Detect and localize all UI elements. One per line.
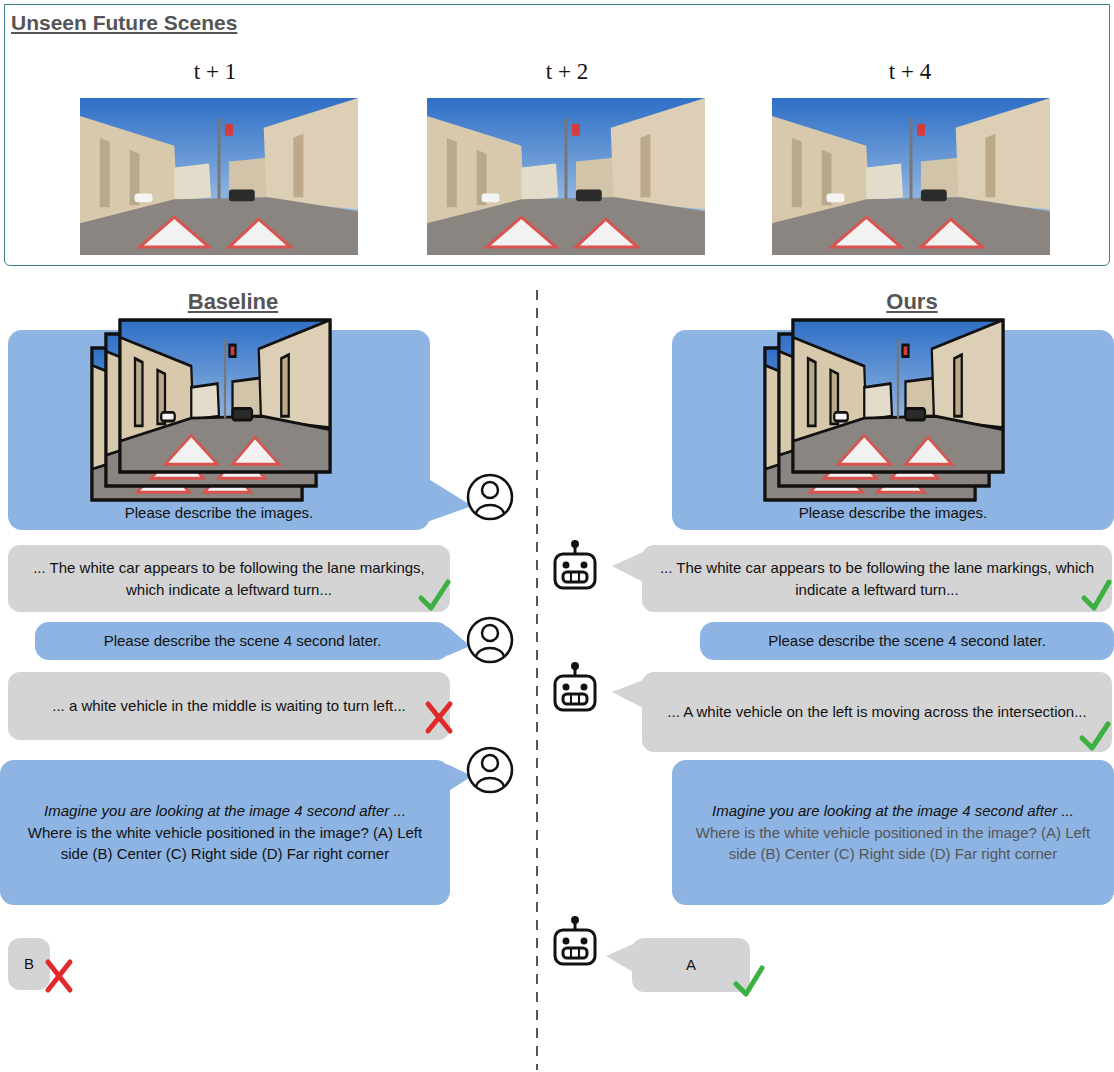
message-text: Imagine you are looking at the image 4 s… (44, 800, 406, 822)
bot-message-bubble: A (632, 938, 750, 992)
message-text: Where is the white vehicle positioned in… (14, 822, 436, 866)
message-text: A (686, 954, 696, 976)
bot-message-bubble: ... The white car appears to be followin… (642, 545, 1112, 612)
message-text: Please describe the images. (799, 502, 987, 524)
column-heading: Baseline (188, 289, 279, 315)
user-message-bubble: Imagine you are looking at the image 4 s… (672, 760, 1114, 905)
scene-frame: Unseen Future Scenes (4, 4, 1110, 266)
user-message-bubble: Imagine you are looking at the image 4 s… (0, 760, 450, 905)
time-step-label: t + 1 (194, 59, 236, 85)
time-step-label: t + 2 (546, 59, 588, 85)
user-message-bubble: Please describe the images. (8, 330, 430, 530)
column-heading: Ours (886, 289, 937, 315)
message-text: Please describe the scene 4 second later… (768, 630, 1046, 652)
bot-message-bubble: B (8, 938, 50, 990)
user-message-bubble: Please describe the scene 4 second later… (35, 622, 450, 660)
time-step-label: t + 4 (889, 59, 931, 85)
message-text: Where is the white vehicle positioned in… (686, 822, 1100, 866)
message-text: Please describe the images. (125, 502, 313, 524)
bot-message-bubble: ... a white vehicle in the middle is wai… (8, 672, 450, 740)
bot-message-bubble: ... A white vehicle on the left is movin… (642, 672, 1112, 752)
message-text: ... The white car appears to be followin… (656, 557, 1098, 601)
user-message-bubble: Please describe the scene 4 second later… (700, 622, 1114, 660)
message-text: B (24, 953, 34, 975)
message-text: Imagine you are looking at the image 4 s… (712, 800, 1074, 822)
bot-message-bubble: ... The white car appears to be followin… (8, 545, 450, 612)
message-text: ... A white vehicle on the left is movin… (667, 701, 1086, 723)
user-message-bubble: Please describe the images. (672, 330, 1114, 530)
message-text: ... a white vehicle in the middle is wai… (52, 695, 406, 717)
frame-heading: Unseen Future Scenes (11, 9, 237, 36)
message-text: Please describe the scene 4 second later… (104, 630, 382, 652)
message-text: ... The white car appears to be followin… (22, 557, 436, 601)
